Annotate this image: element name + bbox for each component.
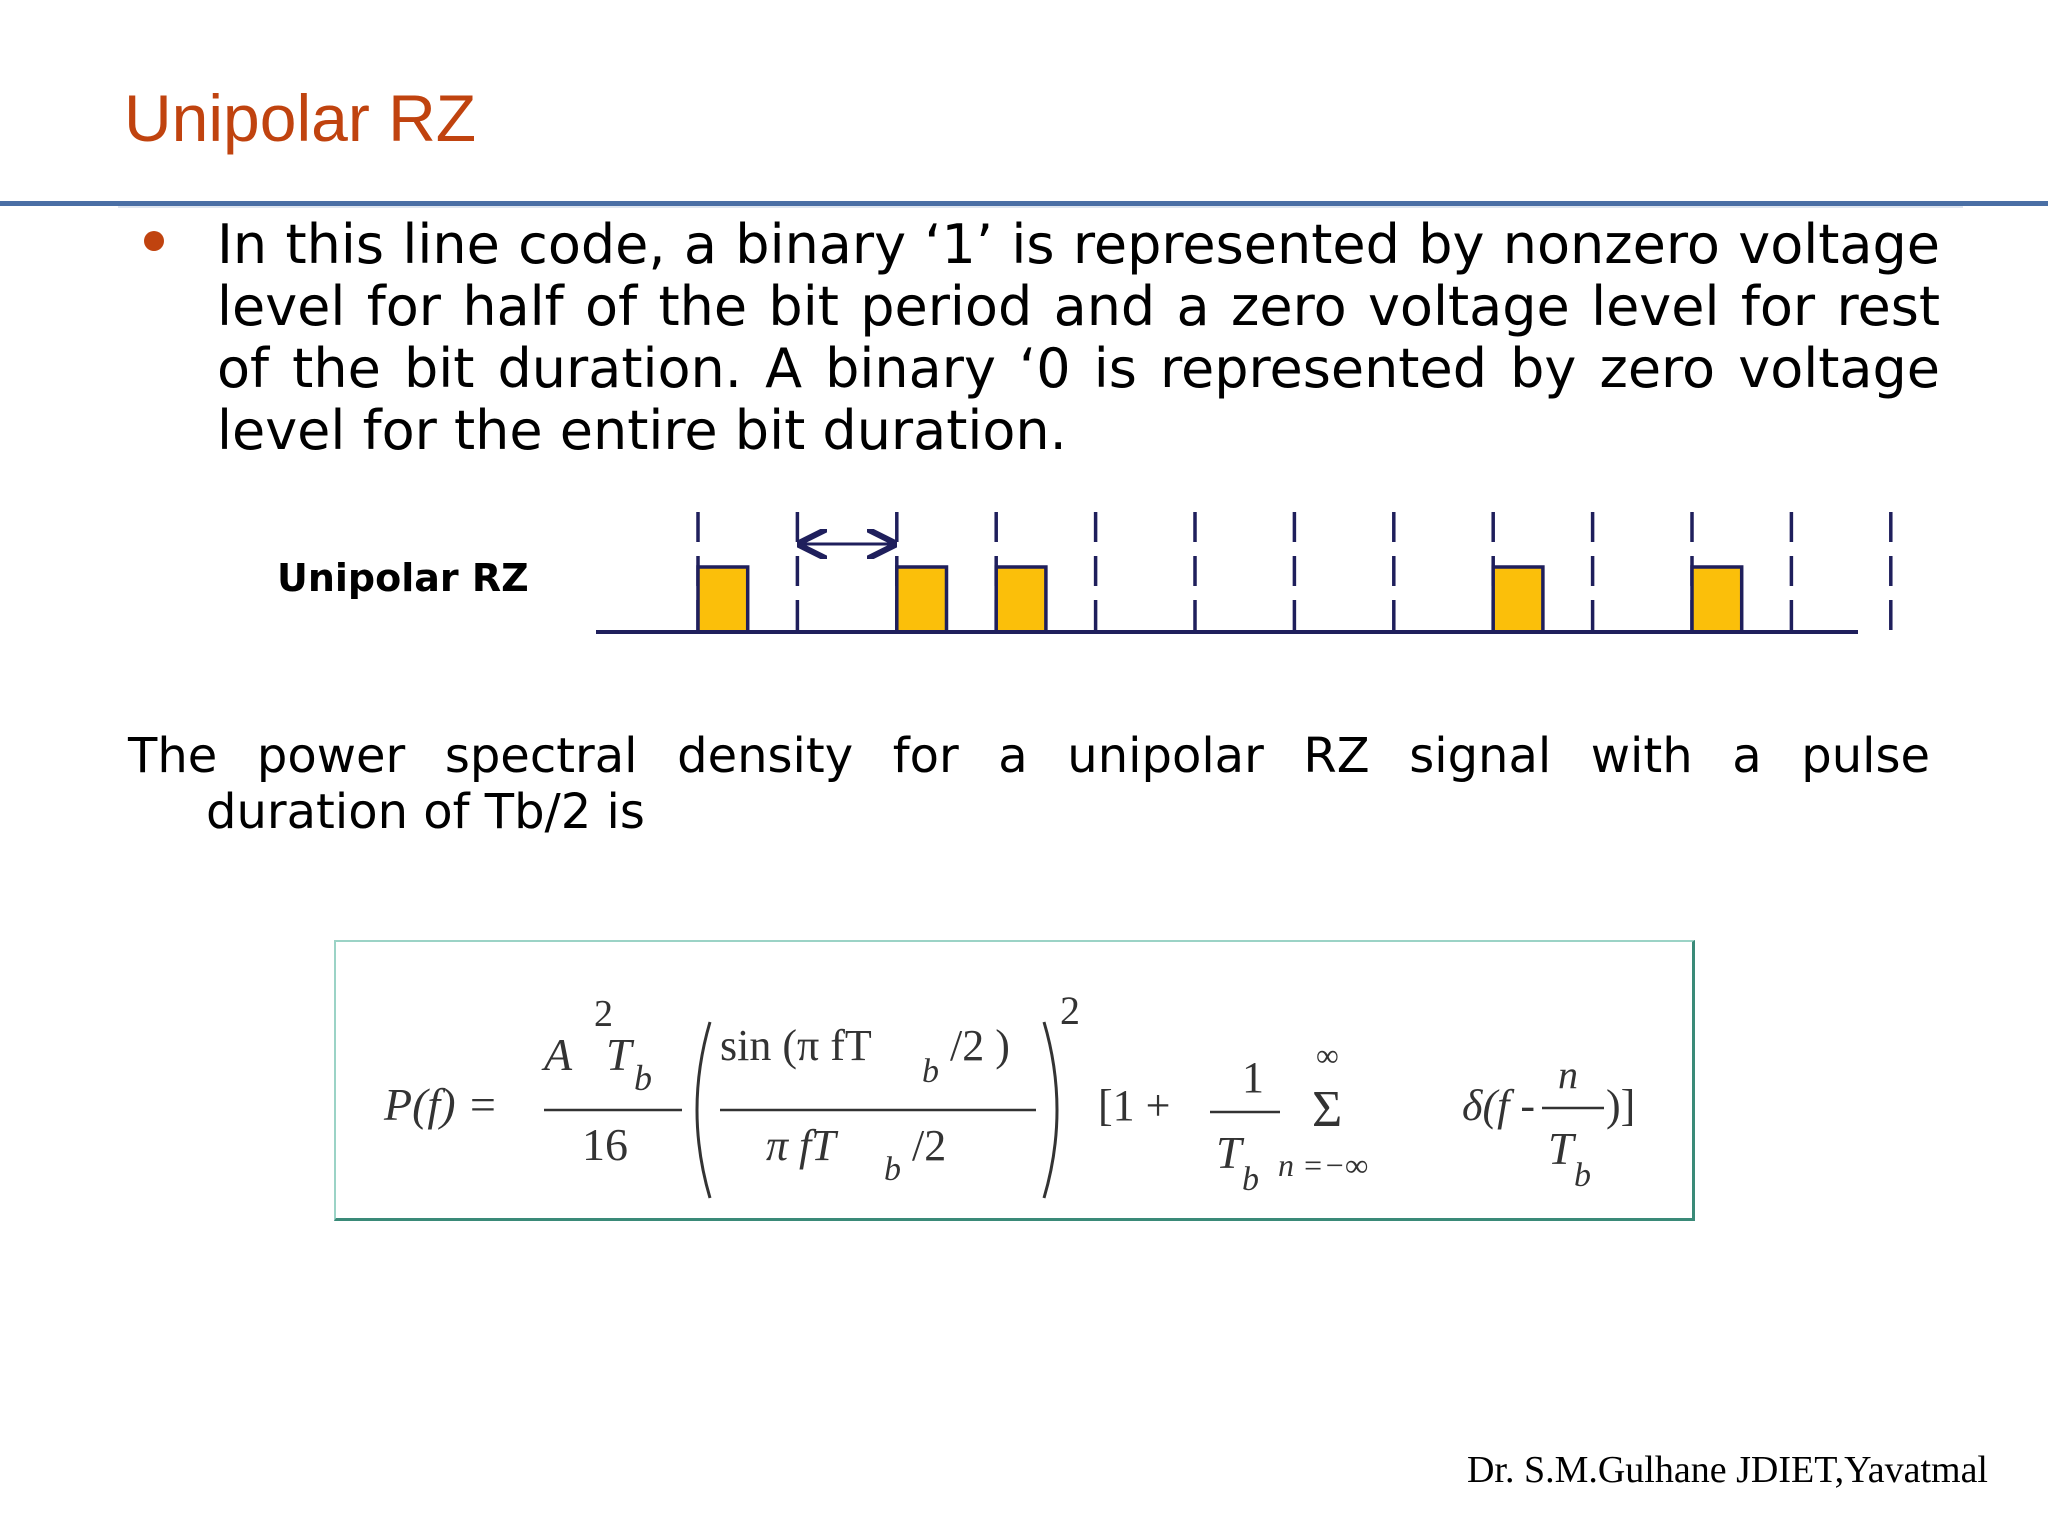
coef-T-sub: b bbox=[634, 1058, 652, 1098]
formula-box: P(f) = A 2 T b 16 sin (π fT b /2 ) π fT … bbox=[334, 940, 1695, 1221]
sinc-den: π fT bbox=[766, 1121, 839, 1170]
rz-pulse bbox=[696, 565, 750, 634]
sum-bottom: n =−∞ bbox=[1278, 1147, 1368, 1183]
sum-symbol: Σ bbox=[1312, 1081, 1342, 1138]
sinc-num: sin (π fT bbox=[720, 1021, 872, 1070]
unipolar-rz-waveform bbox=[596, 512, 1893, 634]
psd-formula: P(f) = A 2 T b 16 sin (π fT b /2 ) π fT … bbox=[383, 988, 1635, 1199]
coef-den: 16 bbox=[582, 1119, 628, 1170]
rz-pulse bbox=[1690, 565, 1744, 634]
bullet-icon bbox=[144, 231, 164, 251]
rz-pulse bbox=[895, 565, 949, 634]
title-divider-shadow bbox=[118, 206, 1963, 208]
bullet-text: In this line code, a binary ‘1’ is repre… bbox=[217, 213, 1940, 462]
waveform-label: Unipolar RZ bbox=[277, 556, 529, 600]
coef-A: A bbox=[541, 1029, 573, 1080]
rz-pulse bbox=[1491, 565, 1545, 634]
sinc-num-sub: b bbox=[922, 1053, 939, 1090]
psd-description: The power spectral density for a unipola… bbox=[128, 728, 1930, 840]
outer-exp: 2 bbox=[1060, 988, 1080, 1033]
formula-lhs: P(f) = bbox=[383, 1079, 498, 1130]
rz-pulse bbox=[994, 565, 1048, 634]
left-paren bbox=[695, 1021, 712, 1199]
frac-one: 1 bbox=[1242, 1053, 1264, 1102]
delta-term: δ(f - bbox=[1462, 1081, 1535, 1130]
delta-num: n bbox=[1558, 1052, 1578, 1097]
frac-T: T bbox=[1216, 1127, 1245, 1178]
bracket-open: [1 + bbox=[1098, 1081, 1170, 1130]
delta-den-sub: b bbox=[1574, 1157, 1591, 1194]
bracket-close: )] bbox=[1606, 1081, 1635, 1130]
delta-den: T bbox=[1548, 1123, 1577, 1174]
psd-line-1: The power spectral density for a unipola… bbox=[128, 728, 1930, 784]
footer-credit: Dr. S.M.Gulhane JDIET,Yavatmal bbox=[1466, 1449, 1988, 1491]
rz-pulses bbox=[696, 565, 1744, 634]
right-paren bbox=[1042, 1021, 1059, 1199]
sinc-num-tail: /2 ) bbox=[950, 1021, 1010, 1070]
coef-exp: 2 bbox=[594, 993, 613, 1035]
title-divider bbox=[0, 201, 2048, 206]
frac-T-sub: b bbox=[1242, 1161, 1259, 1198]
psd-line-2: duration of Tb/2 is bbox=[206, 784, 645, 840]
sum-top: ∞ bbox=[1316, 1037, 1339, 1073]
slide-title: Unipolar RZ bbox=[124, 81, 477, 155]
coef-T: T bbox=[606, 1029, 635, 1080]
sinc-den-tail: /2 bbox=[912, 1121, 946, 1170]
sinc-den-sub: b bbox=[884, 1151, 901, 1188]
